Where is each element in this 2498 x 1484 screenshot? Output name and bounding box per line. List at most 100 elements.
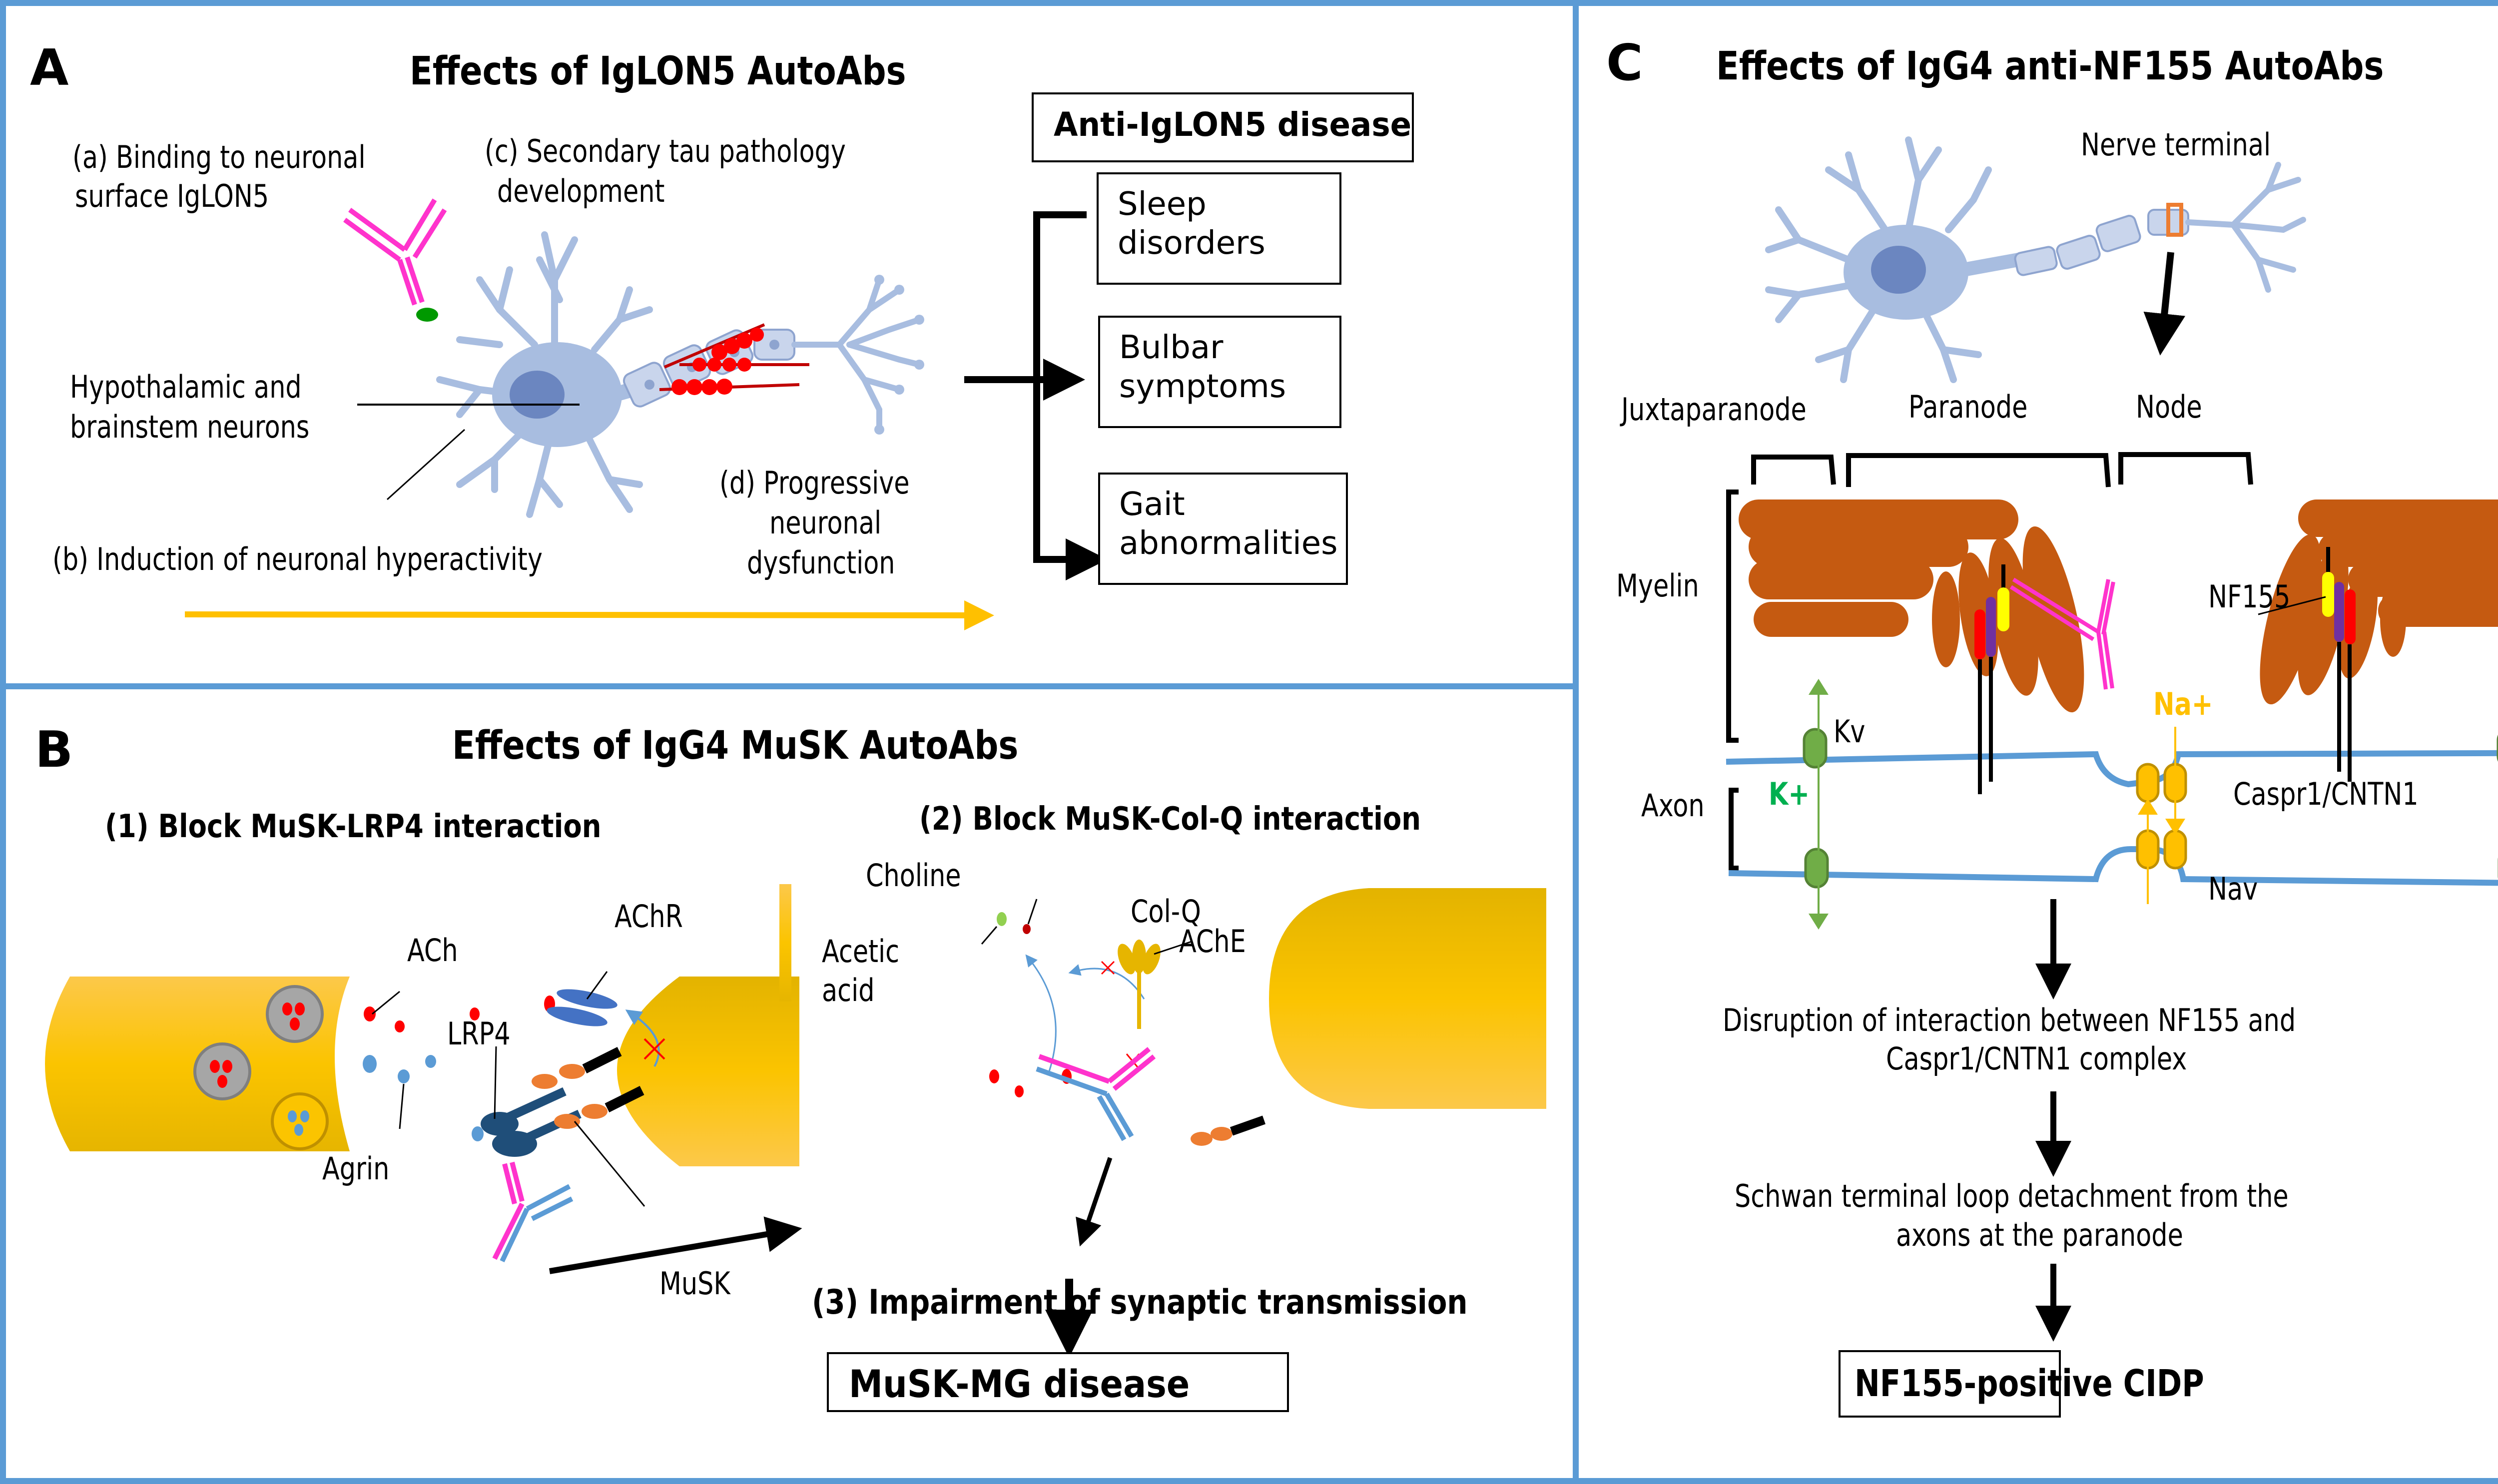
panel-c-title: Effects of IgG4 anti-NF155 AutoAbs: [1716, 44, 2384, 89]
step-disruption-line1: Disruption of interaction between NF155 …: [1723, 1002, 2296, 1038]
panel-b-title: Effects of IgG4 MuSK AutoAbs: [452, 723, 1019, 768]
label-progressive-line2: neuronal: [769, 504, 882, 541]
neuron-nucleus: [510, 371, 565, 419]
panel-c-letter: C: [1606, 33, 1643, 92]
panel-c-neuron: [1765, 136, 2306, 383]
nf155-cidp-disease-box: NF155-positive CIDP: [1839, 1350, 2204, 1418]
symptom-sleep-line1: Sleep: [1118, 186, 1207, 223]
label-binding-line2: surface IgLON5: [75, 178, 269, 214]
achr-clustering-arrow: [625, 1009, 660, 1067]
ach-molecules: [210, 995, 555, 1088]
step3-label: (3) Impairment of synaptic transmission: [812, 1283, 1468, 1322]
panel-c-node-detail: [1726, 452, 2498, 1342]
step-detachment-line2: axons at the paranode: [1896, 1217, 2183, 1253]
panel-a-neuron: [343, 198, 924, 518]
label-nav: Nav: [2208, 871, 2258, 907]
symptom-box-sleep: Sleep disorders: [1097, 172, 1341, 285]
label-kv: Kv: [1834, 713, 1866, 750]
ache-enzyme: [1118, 940, 1161, 1029]
nf155-complex-left: [1974, 564, 2009, 794]
agrin-molecules: [288, 1055, 484, 1141]
label-nf155: NF155: [2208, 578, 2291, 615]
label-musk: MuSK: [659, 1265, 730, 1302]
anti-iglon5-disease-box: Anti-IgLON5 disease: [1032, 92, 1414, 162]
label-achr: AChR: [615, 898, 683, 935]
label-caspr-cntn1: Caspr1/CNTN1: [2233, 776, 2419, 812]
symptom-branch-arrows: [964, 211, 1108, 580]
blocked-x-marks: [1101, 961, 1140, 1069]
symptom-box-gait: Gait abnormalities: [1098, 473, 1348, 585]
axon-membrane-bottom: [1728, 846, 2498, 886]
musk-antibody-2: [1036, 1047, 1156, 1141]
symptom-gait-line1: Gait: [1119, 486, 1185, 523]
panel-b-synapse1: [45, 971, 802, 1274]
panel-a-letter: A: [30, 38, 69, 97]
presynaptic-edge: [779, 884, 791, 1001]
neuron-dendrites: [436, 231, 653, 518]
label-ach: ACh: [407, 932, 458, 969]
label-ache: AChE: [1179, 923, 1246, 960]
zoom-in-arrow: [2143, 252, 2186, 356]
label-nerve-terminal: Nerve terminal: [2081, 126, 2271, 163]
anti-iglon5-disease-label: Anti-IgLON5 disease: [1054, 105, 1412, 144]
step-detachment-line1: Schwan terminal loop detachment from the: [1735, 1178, 2289, 1214]
step-disruption-line2: Caspr1/CNTN1 complex: [1886, 1040, 2187, 1077]
myelin-segments: [623, 329, 795, 408]
myelin-sheath-right: [2260, 499, 2498, 705]
iglon5-antigen: [416, 308, 438, 322]
choline-molecule: [1023, 924, 1031, 934]
postsynaptic-muscle-2: [1269, 888, 1546, 1109]
nf155-cidp-disease-label: NF155-positive CIDP: [1855, 1362, 2204, 1405]
label-na-ion: Na+: [2153, 686, 2213, 722]
label-progressive-line3: dysfunction: [747, 544, 895, 581]
agrin-vesicle: [271, 1092, 329, 1150]
panel-b-letter: B: [35, 720, 73, 779]
label-hyperactivity: (b) Induction of neuronal hyperactivity: [52, 541, 543, 577]
symptom-box-bulbar: Bulbar symptoms: [1098, 316, 1341, 428]
label-lrp4: LRP4: [447, 1015, 511, 1052]
panel-b-pointer-lines: [372, 971, 645, 1207]
label-progressive-line1: (d) Progressive: [719, 465, 910, 501]
postsynaptic-muscle: [617, 977, 799, 1166]
molecule-pointer-lines: [981, 899, 1038, 945]
ach-molecules-2: [989, 1069, 1072, 1097]
label-acetic-line2: acid: [822, 972, 875, 1008]
region-brackets: [1726, 452, 2253, 871]
label-neurons-line2: brainstem neurons: [70, 409, 310, 445]
achr-receptor: [547, 989, 618, 1026]
label-tau-line1: (c) Secondary tau pathology: [485, 133, 846, 169]
region-juxtaparanode: Juxtaparanode: [1621, 391, 1807, 428]
label-myelin: Myelin: [1616, 567, 1699, 604]
label-axon: Axon: [1641, 787, 1705, 824]
symptom-bulbar-line2: symptoms: [1119, 368, 1286, 405]
label-acetic-line1: Acetic: [822, 933, 900, 970]
symptom-bulbar-line1: Bulbar: [1119, 329, 1224, 366]
musk-antibody-1: [492, 1161, 574, 1263]
to-impairment-arrow-2: [1076, 1157, 1113, 1247]
musk-mg-disease-label: MuSK-MG disease: [849, 1362, 1190, 1406]
ache-pointer-line: [1154, 941, 1192, 955]
progression-timeline-arrow: [184, 600, 994, 630]
lrp4-musk-complex: [481, 1047, 644, 1157]
iglon5-antibody: [343, 198, 447, 306]
label-neurons-line1: Hypothalamic and: [70, 369, 302, 405]
label-colq: Col-Q: [1131, 893, 1201, 930]
panel-b-synapse2: [779, 884, 1546, 1358]
ache-action-arrow: [1068, 964, 1145, 999]
nf155-antibody: [2009, 577, 2115, 690]
label-tau-line2: development: [497, 173, 665, 209]
label-k-ion: K+: [1769, 776, 1810, 812]
step2-label: (2) Block MuSK-Col-Q interaction: [919, 801, 1421, 838]
nf155-complex-right: [2322, 547, 2356, 782]
musk-mg-disease-box: MuSK-MG disease: [827, 1352, 1289, 1412]
hyperactivity-pointer-line: [386, 429, 466, 500]
panel-a-title: Effects of IgLON5 AutoAbs: [410, 49, 906, 94]
label-agrin: Agrin: [322, 1150, 390, 1187]
nf155-pointer-line: [2258, 596, 2326, 615]
label-binding-line1: (a) Binding to neuronal: [72, 139, 366, 175]
acetic-acid-molecule: [997, 912, 1007, 926]
region-paranode: Paranode: [1908, 389, 2028, 425]
symptom-gait-line2: abnormalities: [1119, 525, 1338, 562]
region-node: Node: [2136, 389, 2202, 425]
